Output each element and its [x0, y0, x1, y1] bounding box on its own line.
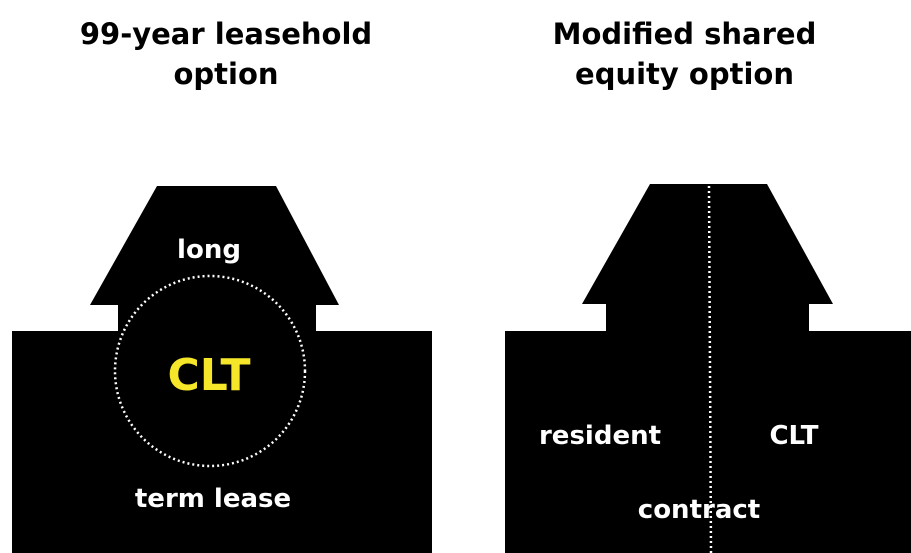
- left-label-clt: CLT: [167, 350, 250, 401]
- left-house: long CLT term lease: [12, 186, 432, 553]
- right-panel-title: Modified shared equity option: [482, 14, 887, 94]
- right-house-shape: [505, 184, 911, 553]
- right-title-line1: Modified shared: [552, 17, 817, 51]
- right-title-line2: equity option: [575, 57, 794, 91]
- left-clt-circle: [113, 274, 307, 468]
- right-house: resident CLT contract: [505, 184, 911, 553]
- left-label-long: long: [177, 235, 241, 265]
- left-title-line2: option: [173, 57, 279, 91]
- left-title-line1: 99-year leasehold: [79, 17, 373, 51]
- right-label-clt: CLT: [769, 421, 818, 451]
- left-panel-title: 99-year leasehold option: [36, 14, 416, 94]
- right-label-resident: resident: [539, 421, 661, 451]
- left-label-term-lease: term lease: [135, 484, 291, 514]
- right-label-contract: contract: [638, 495, 760, 525]
- left-house-shape: [12, 186, 432, 553]
- right-divider-line: [707, 185, 713, 553]
